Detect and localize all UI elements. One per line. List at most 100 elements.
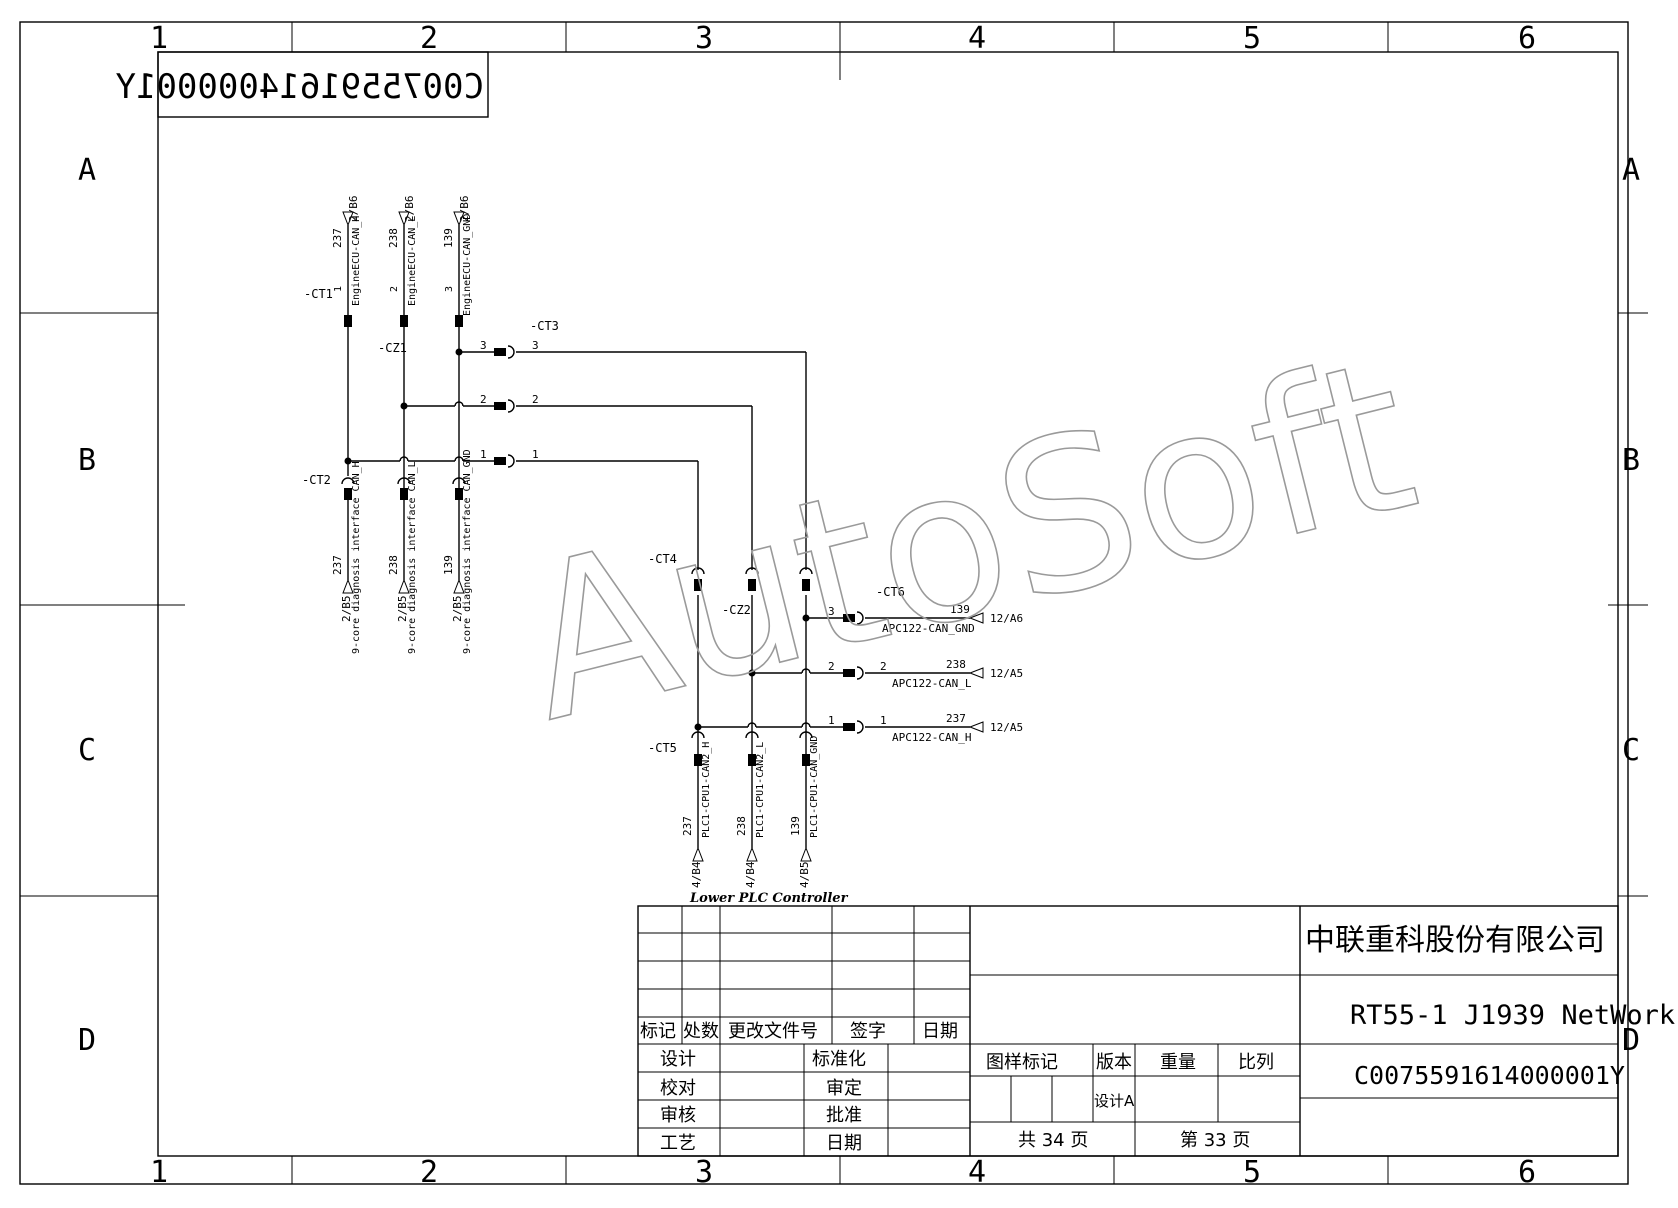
rev-header-signature: 签字	[850, 1021, 886, 1042]
row-letter: B	[78, 443, 96, 478]
row-letter: D	[1622, 1023, 1640, 1058]
pin-number: 1	[828, 714, 835, 727]
row-letters-right: A B C D	[1622, 153, 1640, 1058]
total-pages: 共 34 页	[1018, 1130, 1088, 1151]
rev-header-change-doc: 更改文件号	[728, 1021, 818, 1042]
drawing-code: C0075591614000001Y	[1354, 1061, 1625, 1090]
mirrored-drawing-code: C0075591614000001Y	[116, 67, 484, 107]
offsheet-ref: 2/B6	[458, 196, 471, 223]
rev-header-count: 处数	[683, 1021, 719, 1042]
signal-name: APC122-CAN_GND	[882, 622, 975, 635]
wire-number: 238	[387, 228, 400, 248]
title-block: 中联重科股份有限公司 RT55-1 J1939 NetWork C0075591…	[637, 905, 1675, 1157]
scale-label: 比列	[1238, 1052, 1274, 1073]
connector-label-cz2: -CZ2	[722, 603, 751, 617]
connector-label-ct5: -CT5	[648, 741, 677, 755]
lower-plc-label: Lower PLC Controller	[689, 891, 849, 906]
wire-number: 238	[735, 816, 748, 836]
column-numbers-bottom: 1 2 3 4 5 6	[150, 1155, 1536, 1190]
wire-number: 237	[946, 712, 966, 725]
apc-signal-labels: 139 APC122-CAN_GND 12/A6 238 APC122-CAN_…	[882, 603, 1023, 744]
pin-number: 1	[532, 448, 539, 461]
col-number: 6	[1518, 21, 1536, 56]
company-name: 中联重科股份有限公司	[1305, 923, 1605, 958]
connector-label-ct2: -CT2	[302, 473, 331, 487]
col-number: 5	[1243, 1155, 1261, 1190]
row-letters-left: A B C D	[78, 153, 96, 1058]
row-letter: C	[78, 733, 96, 768]
col-number: 2	[420, 21, 438, 56]
row-letter: B	[1622, 443, 1640, 478]
signal-name: PLC1-CPU1-CAN_GND	[809, 736, 820, 838]
pin-numbers: 3 3 2 2 1 1 3 2 2 1 1	[480, 339, 887, 727]
wire-number: 237	[331, 228, 344, 248]
pin-number: 3	[828, 605, 835, 618]
pin-number: 2	[480, 393, 487, 406]
page-number: 第 33 页	[1180, 1130, 1250, 1151]
wire-number: 139	[442, 555, 455, 575]
pin-number: 2	[880, 660, 887, 673]
pin-number: 1	[880, 714, 887, 727]
connector-label-cz1: -CZ1	[378, 341, 407, 355]
version-value: 设计A	[1094, 1092, 1135, 1110]
offsheet-ref: 4/B4	[690, 861, 703, 888]
wire-number: 237	[331, 555, 344, 575]
diagnosis-signal-labels: 237 9-core diagnosis interface CAN_H 2/B…	[331, 449, 473, 654]
offsheet-ref: 4/B5	[798, 862, 811, 889]
connector-label-ct6: -CT6	[876, 585, 905, 599]
wires	[347, 225, 970, 848]
outer-border	[19, 21, 1629, 1185]
junction-dots	[344, 348, 810, 731]
connector-label-ct1: -CT1	[304, 287, 333, 301]
offsheet-arrows	[342, 211, 984, 862]
col-number: 3	[695, 21, 713, 56]
engine-ecu-signal-labels: 2/B6 237 EngineECU-CAN_H 1 2/B6 238 Engi…	[331, 196, 473, 317]
signal-name: 9-core diagnosis interface CAN_GND	[462, 449, 473, 654]
crossover-hops	[399, 401, 811, 728]
col-number: 6	[1518, 1155, 1536, 1190]
offsheet-ref: 2/B5	[340, 596, 353, 623]
row-letter: C	[1622, 733, 1640, 768]
drawing-name: RT55-1 J1939 NetWork	[1350, 1000, 1675, 1031]
rev-header-date: 日期	[922, 1021, 958, 1042]
offsheet-ref: 2/B6	[403, 196, 416, 223]
signal-name: EngineECU-CAN_H	[351, 216, 362, 306]
weight-label: 重量	[1160, 1052, 1196, 1073]
signal-name: EngineECU-CAN_GND	[462, 214, 473, 316]
offsheet-ref: 2/B6	[347, 196, 360, 223]
wire-number: 139	[950, 603, 970, 616]
version-label: 版本	[1096, 1052, 1132, 1073]
row-letter: A	[1622, 153, 1640, 188]
connector-pins	[341, 315, 864, 766]
offsheet-ref: 12/A6	[990, 612, 1023, 625]
signal-name: 9-core diagnosis interface CAN_L	[407, 461, 418, 654]
row-letter: D	[78, 1023, 96, 1058]
row-letter: A	[78, 153, 96, 188]
offsheet-ref: 12/A5	[990, 721, 1023, 734]
wire-number: 139	[789, 816, 802, 836]
sample-mark-label: 图样标记	[986, 1052, 1058, 1073]
signal-name: 9-core diagnosis interface CAN_H	[351, 461, 362, 654]
col-number: 4	[968, 21, 986, 56]
standardize-label: 标准化	[812, 1049, 866, 1070]
review-label: 审核	[660, 1105, 696, 1126]
signal-name: EngineECU-CAN_L	[407, 216, 418, 306]
bottom-zone-ruler	[291, 1156, 1389, 1184]
col-number: 1	[150, 1155, 168, 1190]
plc-signal-labels: 237 PLC1-CPU1-CAN2_H 4/B4 238 PLC1-CPU1-…	[681, 736, 820, 888]
column-numbers-top: 1 2 3 4 5 6	[150, 21, 1536, 56]
connector-label-ct3: -CT3	[530, 319, 559, 333]
side-zone-ruler	[20, 312, 1648, 897]
mirrored-code-box	[157, 51, 489, 118]
date-label: 日期	[826, 1133, 862, 1154]
signal-name: PLC1-CPU1-CAN2_L	[755, 742, 766, 838]
pin-number: 3	[444, 286, 455, 292]
col-number: 2	[420, 1155, 438, 1190]
pin-number: 2	[828, 660, 835, 673]
offsheet-ref: 4/B4	[744, 861, 757, 888]
connector-label-ct4: -CT4	[648, 552, 677, 566]
offsheet-ref: 12/A5	[990, 667, 1023, 680]
offsheet-ref: 2/B5	[451, 596, 464, 623]
top-zone-ruler	[291, 22, 1389, 80]
check-label: 校对	[660, 1078, 696, 1099]
